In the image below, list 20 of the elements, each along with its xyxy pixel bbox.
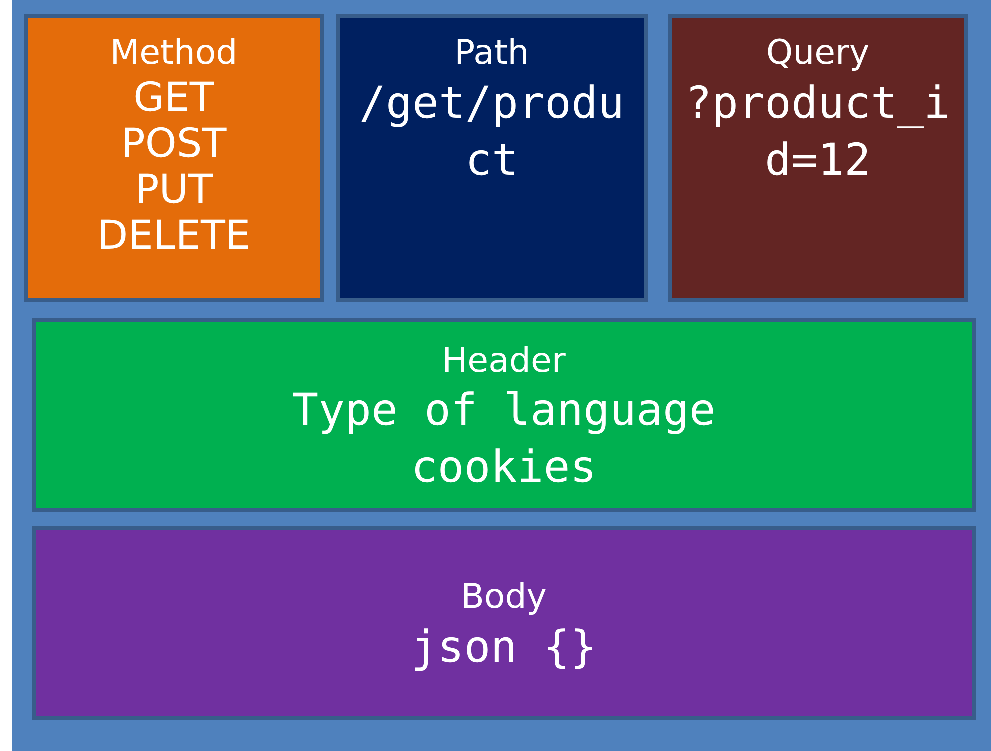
section-text: /get/product <box>358 76 626 188</box>
section-heading: Method <box>110 32 238 74</box>
section-heading: Query <box>766 32 870 74</box>
section-box <box>336 14 648 302</box>
section-heading: Path <box>454 32 530 74</box>
section-text: GET <box>134 74 214 120</box>
section-heading: Body <box>461 576 547 619</box>
section-text: DELETE <box>97 212 251 258</box>
section-text: ?product_id=12 <box>684 76 952 188</box>
section-text: PUT <box>135 166 213 212</box>
section-heading: Header <box>442 340 566 382</box>
section-box <box>32 318 976 512</box>
section-box <box>32 526 976 720</box>
section-box <box>668 14 968 302</box>
section-text: Type of language <box>292 384 716 438</box>
section-text: cookies <box>411 441 597 496</box>
section-box <box>24 14 324 302</box>
background-panel <box>12 0 991 751</box>
section-text: json {} <box>411 620 597 675</box>
section-text: POST <box>121 120 227 166</box>
